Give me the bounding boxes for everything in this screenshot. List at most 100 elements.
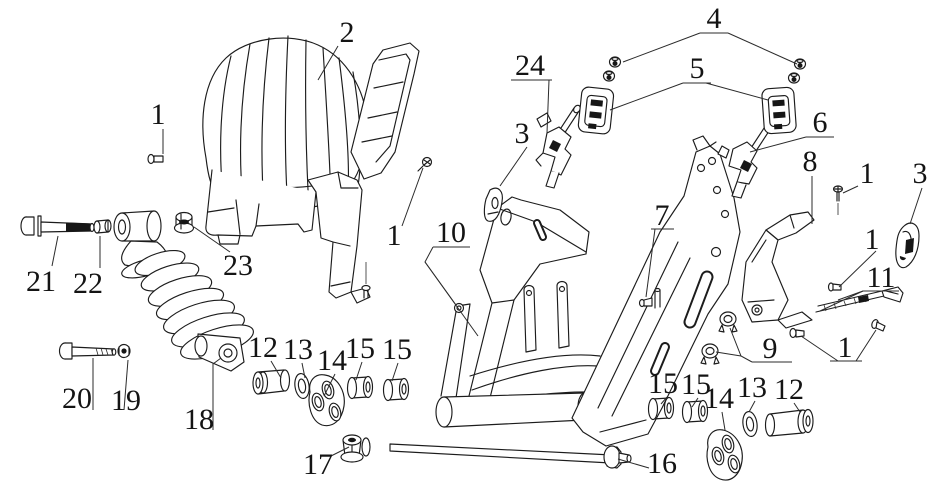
part-15-bushing-left-b xyxy=(382,377,410,402)
part-12-pivot-sleeve-left xyxy=(252,369,291,395)
callout-leader-1 xyxy=(855,329,877,362)
callout-leader-24 xyxy=(546,79,550,134)
part-10-rear-swingarm xyxy=(435,135,741,447)
part-14-bearing-plate-left xyxy=(308,374,345,427)
part-19-nut xyxy=(117,343,131,359)
part-1-screws xyxy=(147,153,886,339)
callout-leader-17 xyxy=(330,446,350,457)
callout-leader-10 xyxy=(424,261,479,337)
callout-number-17-24: 17 xyxy=(303,448,333,481)
part-7-bolt xyxy=(638,287,661,309)
part-8-support-bracket xyxy=(741,211,815,329)
callout-number-13-29: 13 xyxy=(737,371,767,404)
callout-number-1-9: 1 xyxy=(151,98,166,131)
callout-number-4-1: 4 xyxy=(707,2,722,35)
callout-number-10-11: 10 xyxy=(436,216,466,249)
callout-leader-15 xyxy=(691,397,699,408)
callout-number-2-0: 2 xyxy=(340,16,355,49)
callout-leader-12 xyxy=(793,402,801,413)
callout-number-15-22: 15 xyxy=(345,332,375,365)
callout-number-12-30: 12 xyxy=(774,373,804,406)
callout-leader-7 xyxy=(645,228,656,298)
callout-leader-15 xyxy=(391,362,399,382)
callout-leader-4 xyxy=(727,32,798,65)
part-9-pipe-clamps xyxy=(700,311,738,365)
callout-number-19-17: 19 xyxy=(111,384,141,417)
part-5-pad-bracket-right xyxy=(761,86,797,135)
callout-leader-13 xyxy=(748,400,756,413)
callout-number-3-4: 3 xyxy=(515,117,530,150)
part-15-bushing-right-a xyxy=(647,396,675,421)
callout-leader-19 xyxy=(123,359,129,411)
callout-leader-1 xyxy=(838,250,877,288)
callout-leader-3 xyxy=(909,187,923,225)
callout-number-23-13: 23 xyxy=(223,249,253,282)
callout-number-21-14: 21 xyxy=(26,265,56,298)
callout-leader-11 xyxy=(819,290,864,312)
part-13-dust-seal-left xyxy=(294,373,310,399)
callout-leader-18 xyxy=(212,357,222,430)
callout-number-15-23: 15 xyxy=(382,333,412,366)
callout-number-1-33: 1 xyxy=(865,223,880,256)
part-2-rear-fender xyxy=(202,35,420,304)
part-3-damper-pad-right xyxy=(895,222,920,269)
callout-leader-14 xyxy=(721,411,726,431)
part-23-flange-nut xyxy=(173,211,195,234)
callout-number-1-10: 1 xyxy=(387,219,402,252)
callout-leader-13 xyxy=(301,362,306,379)
part-24-chain-slider xyxy=(535,104,581,189)
part-15-bushing-left-a xyxy=(346,375,374,400)
callout-number-14-28: 14 xyxy=(704,382,734,415)
part-15-bushing-right-b xyxy=(681,399,709,424)
part-13-dust-seal-right xyxy=(742,411,758,437)
callout-number-5-3: 5 xyxy=(690,52,705,85)
callout-leader-12 xyxy=(270,360,282,379)
callout-number-13-20: 13 xyxy=(283,333,313,366)
callout-leader-3 xyxy=(499,146,528,187)
callout-leader-1 xyxy=(842,185,859,194)
callout-number-20-16: 20 xyxy=(62,382,92,415)
callout-number-11-34: 11 xyxy=(867,261,896,294)
callout-leader-16 xyxy=(617,458,650,469)
callout-leader-15 xyxy=(355,361,363,381)
callout-number-16-25: 16 xyxy=(647,447,677,480)
callout-leader-15 xyxy=(660,396,668,405)
callout-leader-1 xyxy=(401,167,424,227)
callout-number-14-21: 14 xyxy=(317,344,347,377)
part-17-flange-nut xyxy=(340,434,371,463)
callout-number-18-18: 18 xyxy=(184,403,214,436)
callout-number-22-15: 22 xyxy=(73,267,103,300)
callout-number-15-27: 15 xyxy=(681,368,711,401)
part-3-damper-pad-left xyxy=(483,187,503,222)
callout-leader-6 xyxy=(749,136,807,153)
callout-number-9-31: 9 xyxy=(763,332,778,365)
callout-leader-5 xyxy=(609,82,684,111)
callout-number-7-12: 7 xyxy=(655,199,670,232)
callout-leader-10 xyxy=(424,246,457,306)
callout-leader-14 xyxy=(323,373,336,397)
callout-number-8-6: 8 xyxy=(803,145,818,178)
part-14-bearing-plate-right xyxy=(706,429,743,481)
callout-number-3-8: 3 xyxy=(913,157,928,190)
part-5-pad-bracket-left xyxy=(577,86,615,135)
callout-leader-1 xyxy=(800,335,839,362)
callout-leader-23 xyxy=(193,226,231,253)
callout-number-1-7: 1 xyxy=(860,157,875,190)
part-4-lock-nuts xyxy=(602,56,807,84)
part-18-rear-shock-absorber xyxy=(113,210,254,372)
callout-leader-5 xyxy=(705,82,769,101)
callout-number-15-26: 15 xyxy=(648,367,678,400)
callout-leader-21 xyxy=(51,235,59,267)
callout-number-12-19: 12 xyxy=(248,331,278,364)
callout-leader-4 xyxy=(622,32,701,63)
part-20-bolt xyxy=(58,342,117,360)
callout-leader-2 xyxy=(317,45,339,81)
part-21-long-bolt xyxy=(20,215,95,237)
callout-number-1-32: 1 xyxy=(838,331,853,364)
part-22-spacer xyxy=(93,219,112,234)
callout-number-24-2: 24 xyxy=(515,49,545,82)
callout-leader-9 xyxy=(729,327,753,363)
